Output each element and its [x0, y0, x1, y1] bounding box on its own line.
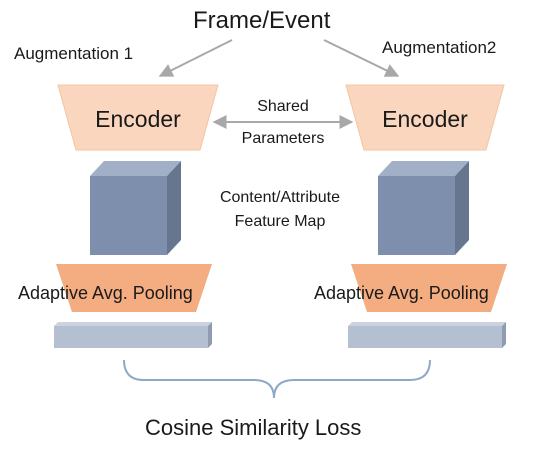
feature-map-line2: Feature Map	[234, 213, 326, 230]
feature-cube-right	[378, 161, 469, 255]
arrow-to-encoder-left	[158, 39, 233, 77]
encoder-left-label: Encoder	[95, 106, 181, 132]
encoder-right-label: Encoder	[382, 106, 468, 132]
shared-parameters-line2: Parameters	[241, 130, 325, 147]
pooling-right-label: Adaptive Avg. Pooling	[314, 283, 489, 303]
pooling-left-shape	[56, 264, 212, 312]
augmentation-left-label: Augmentation 1	[14, 44, 134, 63]
encoder-left-shape	[57, 84, 219, 151]
feature-map-line1: Content/Attribute	[219, 189, 341, 206]
pooling-left-label: Adaptive Avg. Pooling	[18, 283, 193, 303]
augmentation-right-label: Augmentation2	[382, 38, 497, 57]
shared-parameters-line1: Shared	[257, 98, 309, 115]
title-frame-event: Frame/Event	[193, 7, 331, 34]
arrow-to-encoder-right	[323, 39, 400, 77]
cosine-similarity-loss-label: Cosine Similarity Loss	[145, 415, 362, 440]
feature-vector-left	[54, 322, 212, 348]
feature-cube-left	[90, 161, 181, 255]
encoder-right-shape	[345, 84, 505, 151]
pooling-right-shape	[351, 264, 507, 312]
loss-bracket	[123, 359, 431, 399]
feature-vector-right	[348, 322, 506, 348]
